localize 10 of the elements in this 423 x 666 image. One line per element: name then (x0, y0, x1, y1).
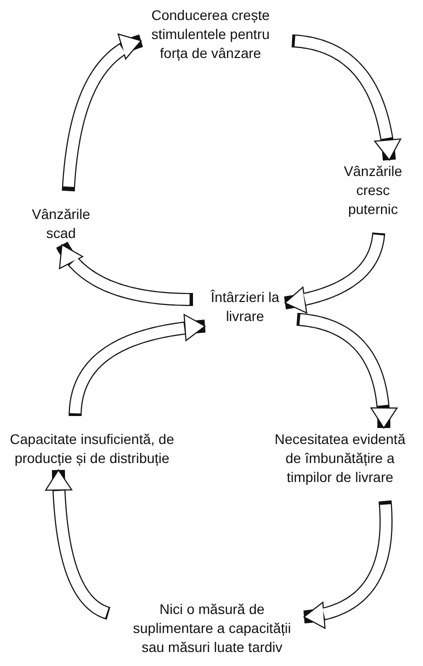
arrow (300, 498, 393, 629)
node-label: Necesitatea evidentă de îmbunătățire a timpilor de livrare (274, 430, 406, 487)
node-label: Capacitate insuficientă, de producție și de distribuție (8, 430, 176, 468)
node-label: Vânzările cresc puternic (342, 162, 404, 219)
node-label: Vânzările scad (30, 205, 92, 243)
arrow (45, 468, 114, 620)
node-label: Conducerea crește stimulentele pentru forța de vânzare (150, 6, 271, 63)
node-label: Nici o măsură de suplimentare a capacității sau măsuri luate tardiv (132, 600, 292, 657)
node-label: Întârzieri la livrare (210, 288, 280, 326)
arrow (62, 34, 146, 194)
